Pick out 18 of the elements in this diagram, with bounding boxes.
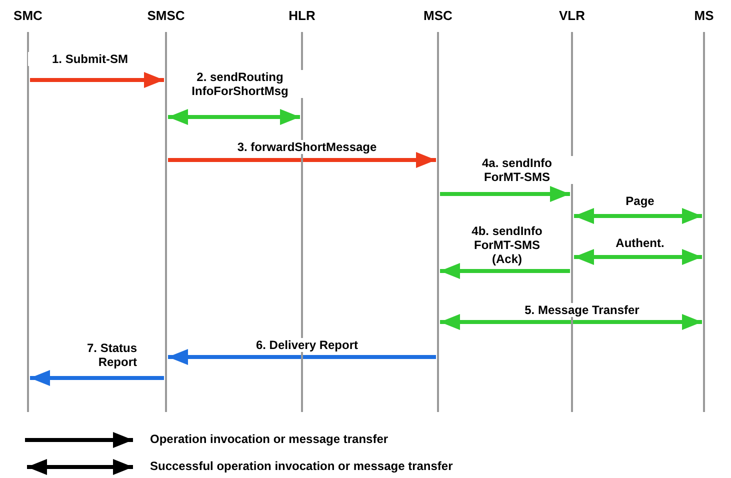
participant-label: SMC — [12, 8, 44, 23]
participant-label: MSC — [422, 8, 454, 23]
message-arrow — [440, 314, 702, 330]
message-arrow — [574, 208, 702, 224]
message-arrow — [440, 186, 570, 202]
message-arrow — [168, 109, 300, 125]
participant-label: HLR — [288, 8, 316, 23]
legend-label: Operation invocation or message transfer — [150, 432, 388, 446]
legend-label: Successful operation invocation or message transfer — [150, 459, 453, 473]
message-arrow — [30, 370, 164, 386]
message-arrow — [168, 152, 436, 168]
participant-label: VLR — [558, 8, 586, 23]
message-arrow — [168, 349, 436, 365]
message-arrow — [440, 263, 570, 279]
message-arrow — [574, 249, 702, 265]
participant-label: MS — [693, 8, 715, 23]
message-arrow — [30, 72, 164, 88]
participant-label: SMSC — [146, 8, 186, 23]
